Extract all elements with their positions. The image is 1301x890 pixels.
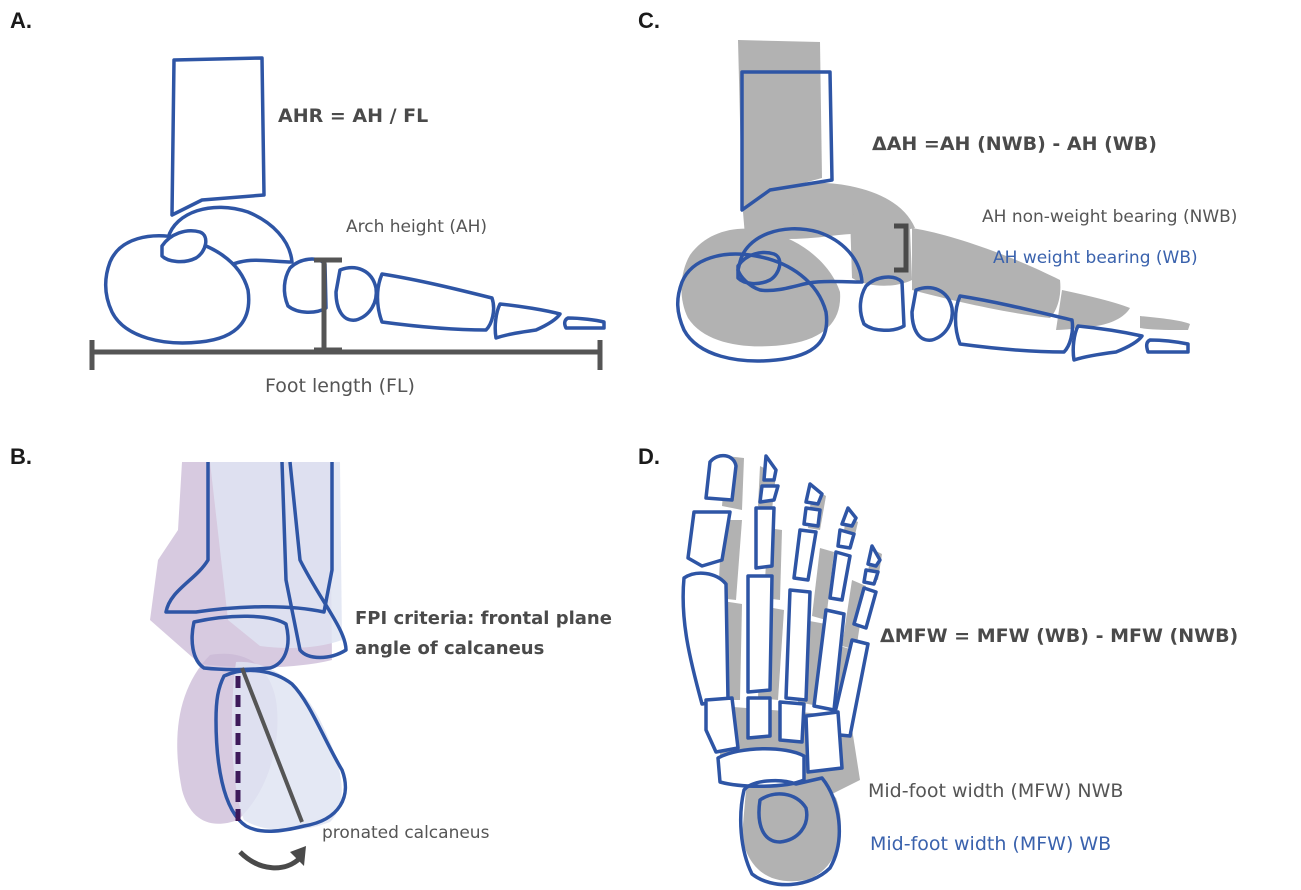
toe1-proximal-phalanx [688, 512, 730, 566]
arch-height-label: Arch height (AH) [346, 217, 487, 237]
metatarsal-3 [786, 590, 810, 700]
mfw-wb-label: Mid-foot width (MFW) WB [870, 833, 1111, 855]
navicular-bone [284, 259, 326, 312]
proximal-phalanx-bone [495, 304, 560, 338]
panel-a-foot-bones [106, 58, 604, 343]
nwb-shadow-foot [681, 40, 1190, 346]
panel-c-letter: C. [638, 8, 660, 33]
fpi-criteria-line1: FPI criteria: frontal plane [355, 608, 612, 629]
fpi-criteria-line2: angle of calcaneus [355, 638, 544, 659]
pronation-arrow-icon [240, 846, 306, 868]
lateral-cuneiform [780, 702, 804, 742]
medial-cuneiform [706, 698, 738, 752]
foot-length-label: Foot length (FL) [265, 375, 415, 397]
metatarsal-bone [378, 274, 494, 330]
panel-a: A. [10, 8, 604, 397]
toe2-proximal-phalanx [756, 508, 774, 568]
foot-length-bar [92, 340, 600, 370]
toe3-distal-phalanx [806, 484, 822, 504]
distal-phalanx-bone [565, 318, 604, 328]
mfw-nwb-label: Mid-foot width (MFW) NWB [868, 780, 1123, 802]
nwb-arch-label: AH non-weight bearing (NWB) [982, 207, 1237, 227]
panel-d: D. [638, 444, 1238, 885]
toe3-middle-phalanx [804, 508, 820, 526]
tibia-bone [172, 58, 264, 215]
panel-b-letter: B. [10, 444, 32, 469]
toe2-middle-phalanx [760, 486, 778, 502]
panel-b: B. FPI criteria: frontal plane angle of … [10, 444, 612, 868]
c-cuneiform-bone [912, 288, 952, 340]
panel-a-equation: AHR = AH / FL [278, 105, 428, 127]
toe1-distal-phalanx [706, 456, 736, 500]
intermediate-cuneiform [748, 698, 770, 738]
c-distal-phalanx-bone [1147, 340, 1188, 352]
cuneiform-bone [336, 268, 376, 320]
toe5-distal-phalanx [868, 546, 880, 566]
pronated-calcaneus-label: pronated calcaneus [322, 823, 490, 843]
metatarsal-1 [683, 573, 728, 704]
metatarsal-2 [748, 576, 772, 692]
panel-d-equation: ΔMFW = MFW (WB) - MFW (NWB) [880, 625, 1238, 647]
panel-c-equation: ΔAH =AH (NWB) - AH (WB) [872, 133, 1157, 155]
panel-d-letter: D. [638, 444, 660, 469]
toe5-middle-phalanx [864, 570, 878, 584]
wb-arch-label: AH weight bearing (WB) [993, 248, 1198, 268]
toe4-distal-phalanx [842, 508, 856, 526]
panel-a-letter: A. [10, 8, 32, 33]
cuboid-bone [806, 712, 842, 772]
panel-c: C. ΔAH =AH (NWB) - AH (WB) AH non-we [638, 8, 1237, 361]
toe3-proximal-phalanx [794, 530, 816, 580]
toe4-middle-phalanx [838, 530, 854, 548]
c-proximal-phalanx-bone [1073, 326, 1142, 360]
toe2-distal-phalanx [764, 456, 776, 480]
